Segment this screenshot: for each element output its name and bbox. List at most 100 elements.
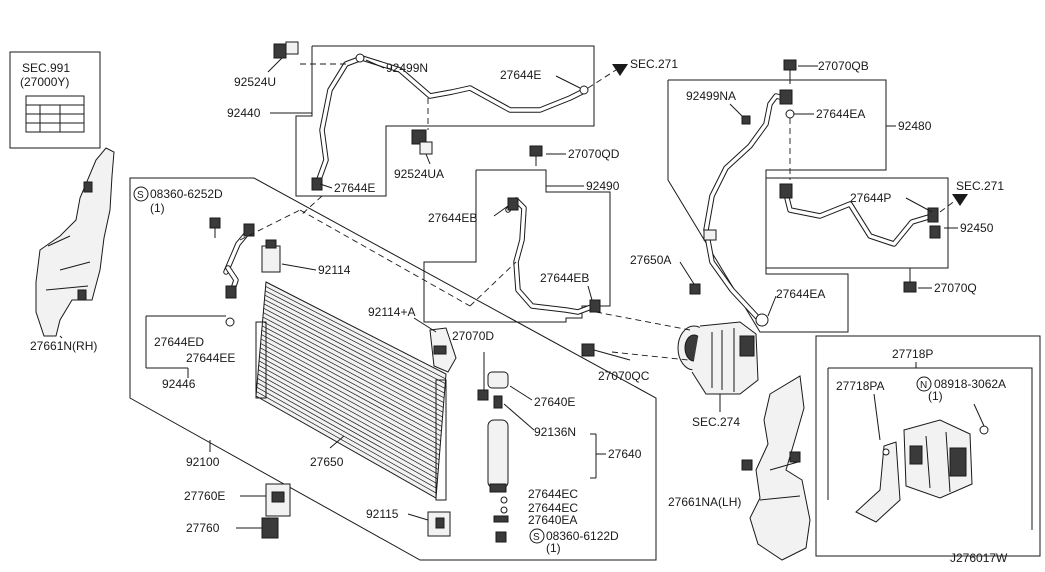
label-92446: 92446 bbox=[162, 377, 196, 391]
group-box-92480 bbox=[667, 79, 887, 333]
group-box-27718P bbox=[815, 335, 1041, 557]
label-08360-6252D: 08360-6252D bbox=[150, 187, 223, 201]
sec-991-reference-box: SEC.991 (27000Y) bbox=[9, 51, 101, 149]
nut-symbol-3062A: N bbox=[920, 380, 927, 391]
pipe-92450 bbox=[779, 183, 941, 247]
sensor-27650A bbox=[689, 283, 701, 295]
label-27644ED: 27644ED bbox=[154, 335, 204, 349]
compressor bbox=[677, 321, 759, 395]
label-27644E-top: 27644E bbox=[500, 68, 541, 82]
bolt-27070QB bbox=[783, 59, 797, 84]
group-box-92450 bbox=[765, 177, 949, 269]
pipe-92440 bbox=[311, 53, 589, 191]
label-92480: 92480 bbox=[898, 119, 932, 133]
label-27650A: 27650A bbox=[630, 253, 671, 267]
label-08360-6252D-qty: (1) bbox=[150, 201, 165, 215]
condenser-fin bbox=[259, 356, 440, 456]
label-27644P: 27644P bbox=[850, 191, 891, 205]
side-seal-lh bbox=[741, 375, 811, 561]
bolt-27070D bbox=[477, 352, 489, 401]
sec-991-subcode: (27000Y) bbox=[20, 75, 69, 89]
label-27718P: 27718P bbox=[892, 347, 933, 361]
condenser-fin bbox=[261, 334, 442, 432]
label-08918-3062A: 08918-3062A bbox=[934, 377, 1006, 391]
label-27644EA-bottom: 27644EA bbox=[776, 287, 825, 301]
label-92114A: 92114+A bbox=[368, 305, 416, 319]
condenser-fin bbox=[262, 321, 443, 418]
label-27661N-rh: 27661N(RH) bbox=[30, 339, 97, 353]
o-ring-27644EA-bottom bbox=[755, 313, 769, 327]
label-27760: 27760 bbox=[186, 521, 220, 535]
o-ring-27644EA-top bbox=[785, 109, 795, 119]
condenser-fin bbox=[263, 303, 445, 399]
clamp-92524UA bbox=[411, 129, 433, 165]
condenser-fin bbox=[258, 365, 439, 465]
receiver-drier-27640 bbox=[487, 419, 509, 493]
sec-991-label: SEC.991 bbox=[22, 61, 70, 75]
label-92440: 92440 bbox=[227, 106, 261, 120]
pipe-92480 bbox=[703, 89, 793, 321]
arrow-sec271-top bbox=[587, 64, 628, 89]
label-92499NA: 92499NA bbox=[686, 89, 736, 103]
bolt-08360-6122D bbox=[495, 531, 507, 543]
condenser-fin bbox=[258, 369, 439, 470]
label-27070QC: 27070QC bbox=[598, 369, 650, 383]
seal-27760E bbox=[265, 483, 291, 517]
label-sec274: SEC.274 bbox=[692, 415, 740, 429]
condenser-fin bbox=[256, 386, 437, 489]
bolt-symbol-6252D: S bbox=[137, 190, 144, 201]
label-92524UA: 92524UA bbox=[394, 167, 444, 181]
label-92499N: 92499N bbox=[386, 61, 428, 75]
condenser-fin bbox=[265, 290, 446, 384]
condenser-core bbox=[255, 281, 447, 501]
bracket-92114 bbox=[261, 239, 281, 273]
label-92114: 92114 bbox=[318, 263, 351, 277]
group-box-92490 bbox=[423, 169, 611, 323]
label-27070QD: 27070QD bbox=[568, 147, 620, 161]
label-27644EC-2: 27644EC bbox=[528, 501, 578, 515]
label-27644EE: 27644EE bbox=[186, 351, 235, 365]
label-08360-6122D: 08360-6122D bbox=[546, 529, 619, 543]
label-sec271-top: SEC.271 bbox=[630, 57, 678, 71]
label-27644EC-1: 27644EC bbox=[528, 487, 578, 501]
condenser-fin bbox=[264, 299, 445, 394]
diagram-id: J276017W bbox=[950, 551, 1008, 565]
bracket-92114A bbox=[429, 327, 457, 373]
condenser-fin bbox=[256, 382, 438, 484]
bolt-27070QD bbox=[529, 145, 543, 166]
condenser-fin bbox=[264, 294, 446, 389]
label-27650: 27650 bbox=[310, 455, 344, 469]
label-27644E-left: 27644E bbox=[334, 181, 375, 195]
cap-27640E bbox=[487, 371, 509, 389]
condenser-fin bbox=[257, 373, 439, 475]
side-seal-rh bbox=[35, 147, 115, 339]
pipe-92490 bbox=[505, 197, 601, 315]
condenser-fin bbox=[260, 347, 441, 446]
condenser-fin bbox=[263, 312, 444, 408]
bracket-27718PA bbox=[855, 441, 901, 523]
condenser-fin bbox=[261, 329, 442, 427]
bolt-symbol-6122D: S bbox=[533, 532, 540, 543]
label-27640E: 27640E bbox=[534, 395, 575, 409]
clip-92499NA bbox=[741, 115, 751, 125]
label-92524U: 92524U bbox=[234, 75, 276, 89]
condenser-fin bbox=[262, 316, 444, 413]
label-27718PA: 27718PA bbox=[836, 379, 885, 393]
condenser-fin bbox=[263, 307, 444, 403]
label-08360-6122D-qty: (1) bbox=[546, 541, 561, 555]
bracket-92115 bbox=[427, 511, 451, 537]
condenser-fin bbox=[260, 343, 441, 442]
label-27760E: 27760E bbox=[184, 489, 225, 503]
label-sec271-right: SEC.271 bbox=[956, 179, 1004, 193]
condenser-fin bbox=[258, 360, 440, 461]
condenser-fin bbox=[259, 351, 441, 451]
arrow-sec271-right bbox=[939, 194, 968, 213]
bolt-27070QC bbox=[581, 343, 631, 361]
condenser-fin bbox=[260, 338, 442, 437]
group-box-92100 bbox=[129, 177, 657, 561]
controller-27718P bbox=[903, 419, 973, 499]
label-92100: 92100 bbox=[186, 455, 220, 469]
bolt-08360-6252D bbox=[209, 217, 221, 238]
label-27640: 27640 bbox=[608, 447, 642, 461]
